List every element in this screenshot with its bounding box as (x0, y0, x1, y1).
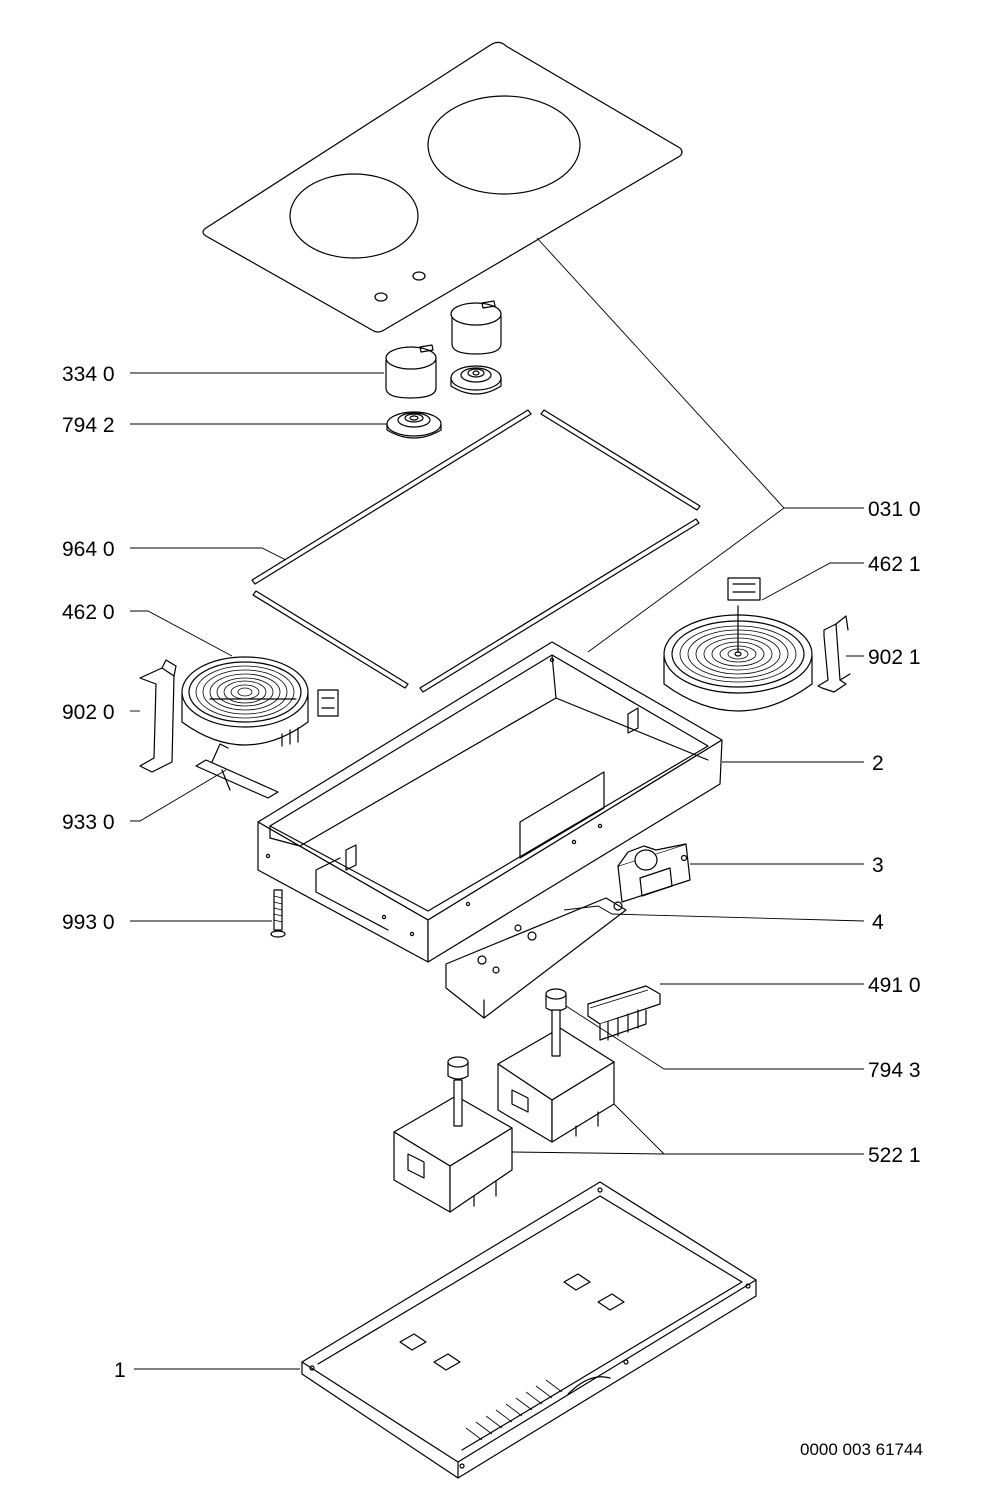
label-933-0: 933 0 (62, 811, 115, 834)
label-491-0: 491 0 (868, 974, 921, 997)
label-2: 2 (872, 752, 884, 775)
label-031-0: 031 0 (868, 498, 921, 521)
leader-lines (130, 237, 865, 1370)
bracket-right (817, 615, 851, 693)
label-334-0: 334 0 (62, 363, 115, 386)
radiant-heater-right (663, 577, 813, 712)
label-964-0: 964 0 (62, 538, 115, 561)
small-knob-right (545, 988, 567, 1012)
radiant-heater-left (181, 656, 339, 747)
control-knob-right (450, 300, 502, 355)
bottom-cover (301, 1181, 757, 1479)
energy-regulator-left (393, 1079, 513, 1213)
energy-regulator-right (497, 1009, 615, 1143)
knob-base-right (450, 365, 502, 395)
spring-clip (195, 743, 279, 799)
mounting-plate (445, 897, 627, 1019)
switch-bracket (617, 843, 691, 903)
label-993-0: 993 0 (62, 911, 115, 934)
label-522-1: 522 1 (868, 1144, 921, 1167)
terminal-block (587, 985, 661, 1041)
label-1: 1 (114, 1359, 126, 1382)
label-4: 4 (872, 911, 884, 934)
bracket-left (139, 659, 177, 773)
small-knob-left (447, 1056, 469, 1080)
document-number: 0000 003 61744 (800, 1440, 923, 1459)
label-3: 3 (872, 854, 884, 877)
label-462-1: 462 1 (868, 553, 921, 576)
housing-tray (257, 641, 723, 963)
label-794-3: 794 3 (868, 1059, 921, 1082)
knob-base-left (386, 411, 442, 439)
label-794-2: 794 2 (62, 414, 115, 437)
label-902-1: 902 1 (868, 646, 921, 669)
glass-cooktop (202, 41, 683, 333)
label-462-0: 462 0 (62, 601, 115, 624)
label-902-0: 902 0 (62, 701, 115, 724)
gasket-strips (251, 409, 701, 693)
control-knob-left (385, 344, 437, 399)
screw (270, 889, 286, 938)
